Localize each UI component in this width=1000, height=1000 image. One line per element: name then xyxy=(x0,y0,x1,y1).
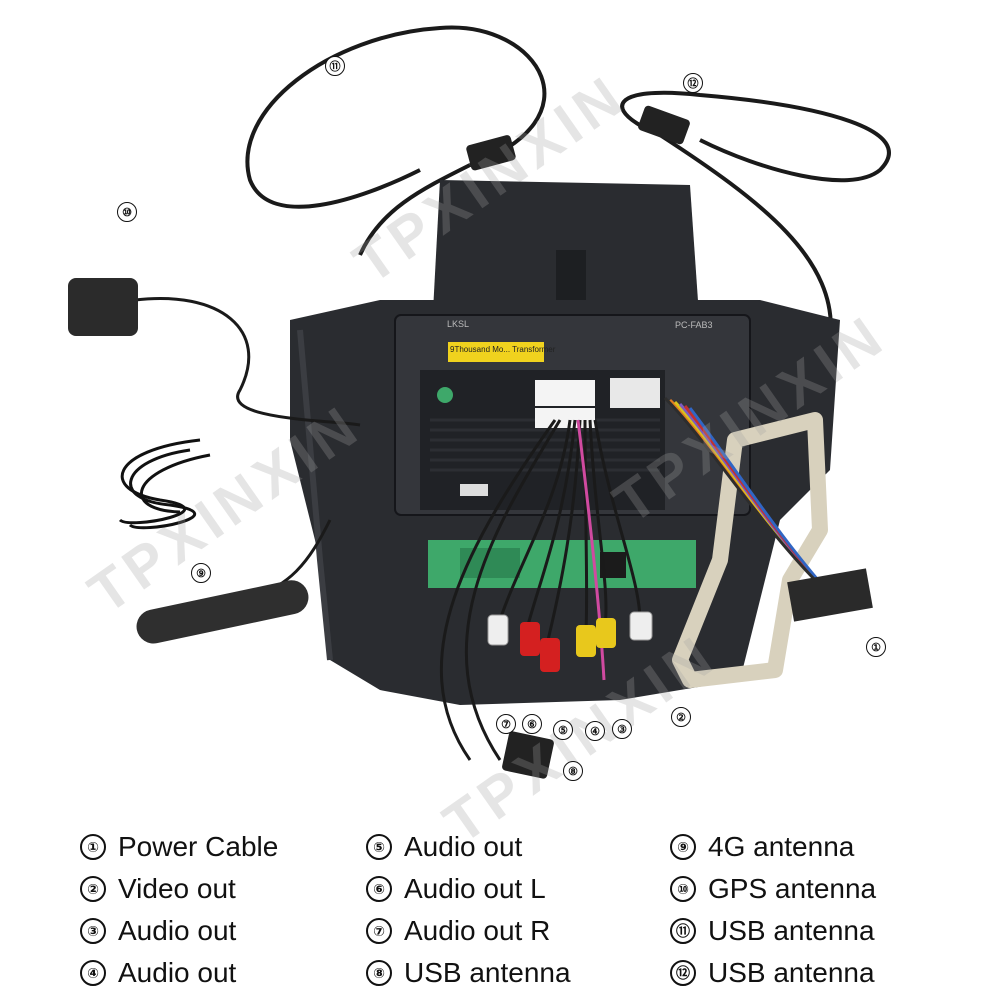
gps-antenna-puck xyxy=(68,278,138,336)
legend-item-7: ⑦ Audio out R xyxy=(366,910,666,952)
legend-number: ⑤ xyxy=(366,834,392,860)
legend-label: Audio out R xyxy=(404,915,551,946)
legend-label: GPS antenna xyxy=(708,873,877,904)
head-unit-illustration xyxy=(68,25,891,779)
callout-4: ④ xyxy=(585,721,605,741)
legend-label: Audio out xyxy=(118,957,237,988)
legend-number: ③ xyxy=(80,918,106,944)
callout-9: ⑨ xyxy=(191,563,211,583)
legend-item-12: ⑫ USB antenna xyxy=(670,952,970,994)
4g-antenna-rod xyxy=(136,580,309,644)
usb-plug-12 xyxy=(638,105,690,145)
legend-item-6: ⑥ Audio out L xyxy=(366,868,666,910)
callout-8: ⑧ xyxy=(563,761,583,781)
legend-number: ⑧ xyxy=(366,960,392,986)
product-photo: 9Thousand Mo... Transformer PC-FAB3 LKSL… xyxy=(68,25,898,856)
legend-column-1: ① Power Cable ② Video out ③ Audio out ④ … xyxy=(80,826,380,994)
legend-number: ⑥ xyxy=(366,876,392,902)
legend-item-1: ① Power Cable xyxy=(80,826,380,868)
power-connector xyxy=(787,568,873,622)
legend-item-10: ⑩ GPS antenna xyxy=(670,868,970,910)
legend-label: Audio out xyxy=(404,831,523,862)
legend-number: ④ xyxy=(80,960,106,986)
legend-number: ② xyxy=(80,876,106,902)
callout-6: ⑥ xyxy=(522,714,542,734)
legend-number: ⑦ xyxy=(366,918,392,944)
legend-column-3: ⑨ 4G antenna ⑩ GPS antenna ⑪ USB antenna… xyxy=(670,826,970,994)
label-sticker xyxy=(448,342,544,362)
side-bracket xyxy=(672,412,828,688)
callout-7: ⑦ xyxy=(496,714,516,734)
legend-number: ⑪ xyxy=(670,918,696,944)
callout-12: ⑫ xyxy=(683,73,703,93)
usb-plug-8 xyxy=(502,731,554,779)
legend-label: Audio out xyxy=(118,915,237,946)
legend-item-8: ⑧ USB antenna xyxy=(366,952,666,994)
legend-item-9: ⑨ 4G antenna xyxy=(670,826,970,868)
legend-label: 4G antenna xyxy=(708,831,855,862)
connection-legend: ① Power Cable ② Video out ③ Audio out ④ … xyxy=(80,826,980,996)
legend-label: Power Cable xyxy=(118,831,279,862)
legend-item-3: ③ Audio out xyxy=(80,910,380,952)
legend-number: ⑨ xyxy=(670,834,696,860)
legend-label: Video out xyxy=(118,873,236,904)
rca-plugs xyxy=(487,611,653,672)
usb-cable-12 xyxy=(620,90,891,183)
label-sticker-text: 9Thousand Mo... Transformer xyxy=(450,345,556,354)
unit-code-text: PC-FAB3 xyxy=(675,320,713,330)
legend-number: ⑫ xyxy=(670,960,696,986)
legend-item-4: ④ Audio out xyxy=(80,952,380,994)
callout-5: ⑤ xyxy=(553,720,573,740)
legend-label: USB antenna xyxy=(708,915,875,946)
usb-cable-11 xyxy=(245,25,547,209)
unit-small-label: LKSL xyxy=(447,319,470,329)
legend-column-2: ⑤ Audio out ⑥ Audio out L ⑦ Audio out R … xyxy=(366,826,666,994)
legend-number: ⑩ xyxy=(670,876,696,902)
legend-item-5: ⑤ Audio out xyxy=(366,826,666,868)
callout-11: ⑪ xyxy=(325,56,345,76)
callout-3: ③ xyxy=(612,719,632,739)
callout-10: ⑩ xyxy=(117,202,137,222)
legend-number: ① xyxy=(80,834,106,860)
legend-item-11: ⑪ USB antenna xyxy=(670,910,970,952)
callout-1: ① xyxy=(866,637,886,657)
callout-2: ② xyxy=(671,707,691,727)
legend-label: Audio out L xyxy=(404,873,546,904)
legend-label: USB antenna xyxy=(404,957,571,988)
legend-item-2: ② Video out xyxy=(80,868,380,910)
legend-label: USB antenna xyxy=(708,957,875,988)
usb-plug-11 xyxy=(466,135,516,171)
